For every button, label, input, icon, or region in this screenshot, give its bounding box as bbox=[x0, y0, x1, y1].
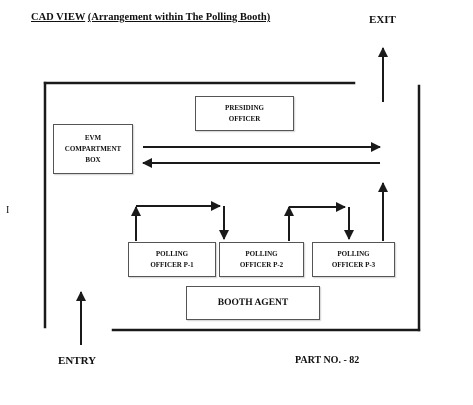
p2-line1: POLLING bbox=[245, 249, 278, 258]
evm-compartment-box: EVM COMPARTMENT BOX bbox=[53, 124, 133, 174]
evm-line3: BOX bbox=[85, 155, 101, 164]
diagram-title: CAD VIEW (Arrangement within The Polling… bbox=[31, 12, 270, 23]
agent-line1: BOOTH AGENT bbox=[217, 297, 289, 308]
entry-label: ENTRY bbox=[58, 355, 97, 367]
part-number: PART NO. - 82 bbox=[295, 355, 360, 366]
stray-mark: I bbox=[6, 205, 10, 216]
evm-line1: EVM bbox=[84, 133, 102, 142]
title-main: CAD VIEW bbox=[31, 12, 86, 23]
presiding-line2: OFFICER bbox=[228, 114, 261, 123]
p1-line2: OFFICER P-1 bbox=[150, 260, 194, 269]
title-subtitle: (Arrangement within The Polling Booth) bbox=[87, 12, 271, 23]
presiding-officer-box: PRESIDING OFFICER bbox=[195, 96, 294, 131]
exit-label: EXIT bbox=[369, 14, 396, 26]
p3-line1: POLLING bbox=[337, 249, 370, 258]
polling-officer-p2-box: POLLING OFFICER P-2 bbox=[219, 242, 304, 277]
polling-officer-p3-box: POLLING OFFICER P-3 bbox=[312, 242, 395, 277]
p2-line2: OFFICER P-2 bbox=[239, 260, 284, 269]
evm-line2: COMPARTMENT bbox=[64, 144, 122, 153]
p1-line1: POLLING bbox=[155, 249, 189, 258]
presiding-line1: PRESIDING bbox=[225, 103, 264, 112]
booth-agent-box: BOOTH AGENT bbox=[186, 286, 320, 320]
polling-officer-p1-box: POLLING OFFICER P-1 bbox=[128, 242, 216, 277]
p3-line2: OFFICER P-3 bbox=[331, 260, 376, 269]
